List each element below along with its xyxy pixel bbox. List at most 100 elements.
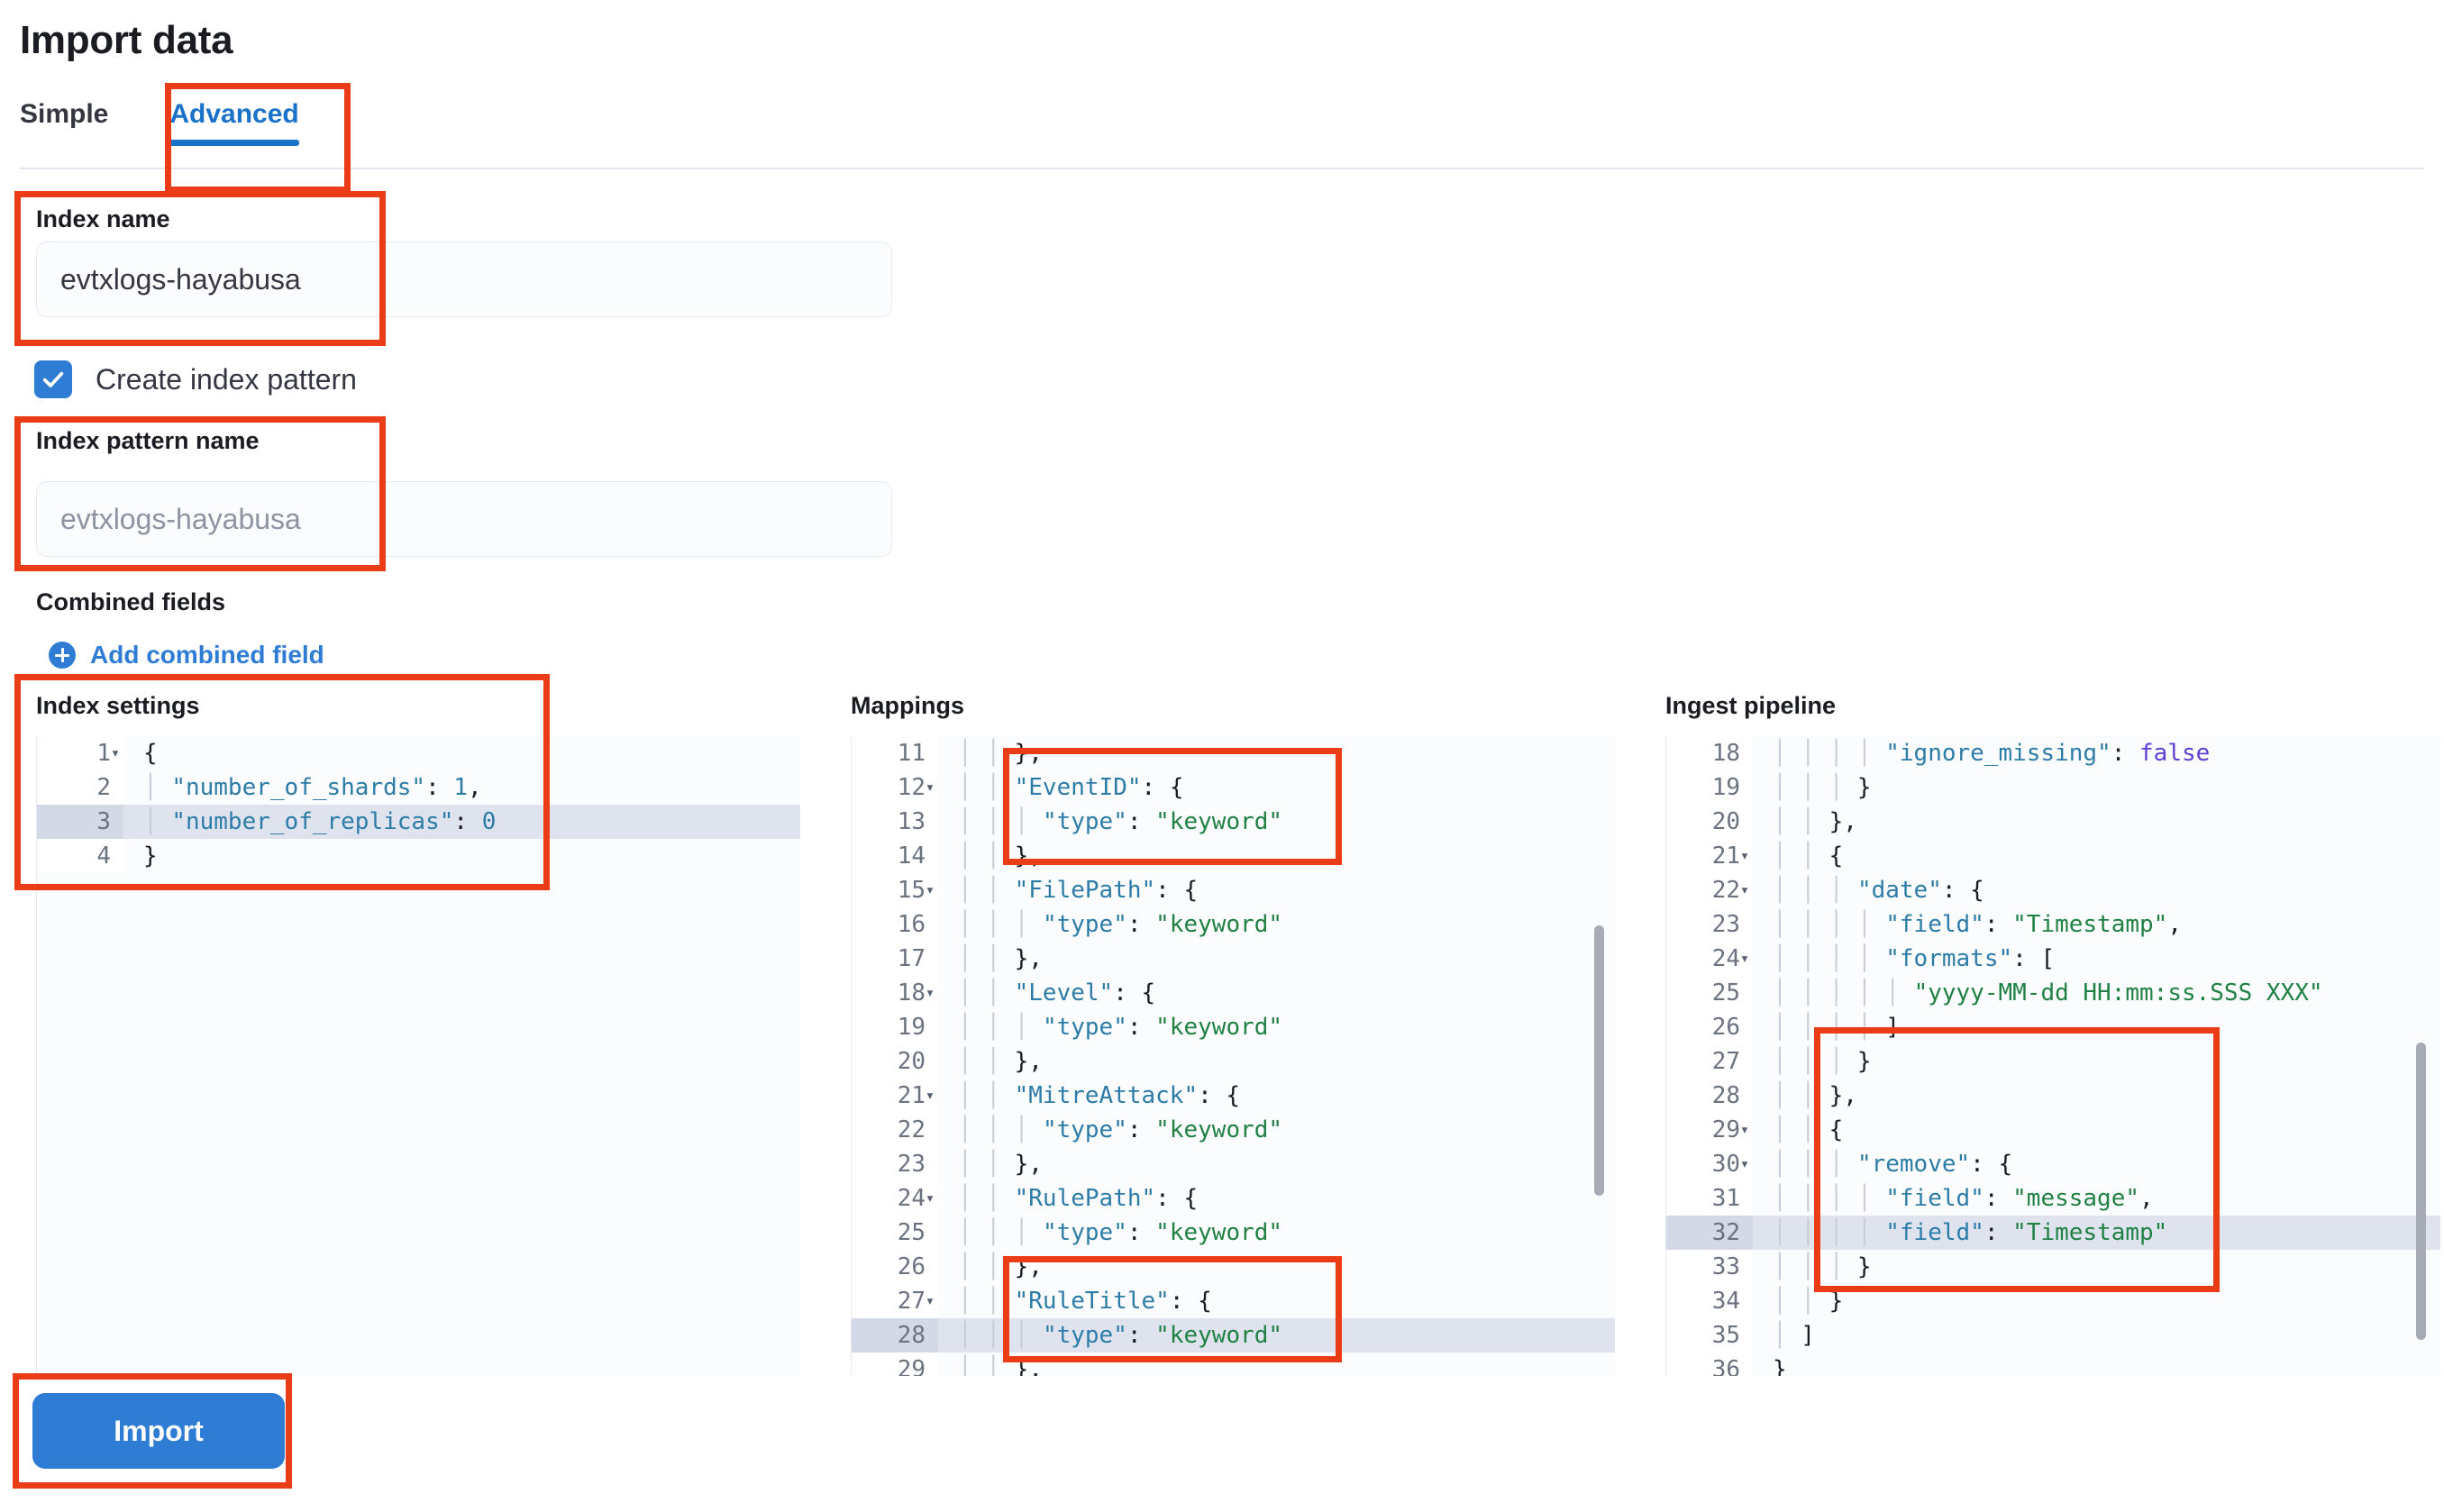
code-line: 20│ │ }, xyxy=(852,1044,1615,1079)
code-line: 1▾ { xyxy=(37,736,800,770)
fold-toggle-icon[interactable]: ▾ xyxy=(1739,950,1750,968)
line-number: 18▾ xyxy=(852,976,938,1010)
index-name-label: Index name xyxy=(36,205,170,232)
index-pattern-name-label: Index pattern name xyxy=(36,427,260,454)
code-text: │ │ │ } xyxy=(1773,1253,1872,1280)
check-icon xyxy=(42,371,64,387)
index-pattern-name-input[interactable]: evtxlogs-hayabusa xyxy=(36,481,892,557)
mappings-editor[interactable]: 11│ │ },12▾│ │ "EventID": {13│ │ │ "type… xyxy=(851,736,1615,1376)
code-text: │ │ { xyxy=(1773,1116,1844,1143)
fold-toggle-icon[interactable]: ▾ xyxy=(1739,1155,1750,1173)
line-number: 28 xyxy=(852,1318,938,1353)
fold-toggle-icon[interactable]: ▾ xyxy=(1739,1121,1750,1139)
code-text: │ ] xyxy=(1773,1322,1815,1349)
code-text: │ │ │ } xyxy=(1773,1048,1872,1075)
code-text: │ │ "MitreAttack": { xyxy=(958,1082,1241,1109)
tab-divider xyxy=(20,168,2424,169)
code-text: │ │ │ "type": "keyword" xyxy=(958,1322,1283,1349)
line-number: 13 xyxy=(852,805,938,839)
tab-bar: Simple Advanced xyxy=(20,94,321,146)
code-text: │ │ } xyxy=(1773,1288,1844,1315)
code-line: 27▾│ │ "RuleTitle": { xyxy=(852,1284,1615,1318)
tab-simple[interactable]: Simple xyxy=(20,99,109,129)
code-text: │ │ │ "type": "keyword" xyxy=(958,1219,1283,1246)
code-line: 14 │ │ }, xyxy=(852,839,1615,873)
code-text: │ │ │ │ "field": "Timestamp" xyxy=(1773,1219,2168,1246)
line-number: 27▾ xyxy=(852,1284,938,1318)
code-text: │ │ │ "type": "keyword" xyxy=(958,1014,1283,1041)
fold-toggle-icon[interactable]: ▾ xyxy=(925,1292,935,1310)
code-line: 18▾│ │ "Level": { xyxy=(852,976,1615,1010)
code-line: 2│ "number_of_shards": 1, xyxy=(37,770,800,805)
code-text: │ │ │ │ ] xyxy=(1773,1014,1900,1041)
code-text: │ │ "FilePath": { xyxy=(958,877,1199,904)
create-index-pattern-checkbox[interactable] xyxy=(34,360,72,398)
line-number: 35 xyxy=(1666,1318,1753,1353)
code-line: 24▾│ │ "RulePath": { xyxy=(852,1181,1615,1216)
create-index-pattern-label: Create index pattern xyxy=(96,362,357,396)
line-number: 26 xyxy=(852,1250,938,1284)
code-line: 31│ │ │ │ "field": "message", xyxy=(1666,1181,2440,1216)
index-name-input[interactable]: evtxlogs-hayabusa xyxy=(36,241,892,317)
mappings-column: Mappings 11│ │ },12▾│ │ "EventID": {13│ … xyxy=(851,692,1615,1376)
code-line: 20 │ │ }, xyxy=(1666,805,2440,839)
code-line: 23│ │ │ │ "field": "Timestamp", xyxy=(1666,907,2440,942)
code-line: 4} xyxy=(37,839,800,873)
code-line: 17│ │ }, xyxy=(852,942,1615,976)
code-text: │ │ │ "type": "keyword" xyxy=(958,1116,1283,1143)
code-text: │ "number_of_replicas": 0 xyxy=(143,808,497,835)
add-combined-field-link[interactable]: Add combined field xyxy=(49,641,324,669)
line-number: 21▾ xyxy=(1666,839,1753,873)
line-number: 29▾ xyxy=(1666,1113,1753,1147)
code-line: 34 │ │ } xyxy=(1666,1284,2440,1318)
mappings-scrollbar[interactable] xyxy=(1594,925,1604,1196)
code-line: 24▾│ │ │ │ "formats": [ xyxy=(1666,942,2440,976)
index-settings-editor[interactable]: 1▾{2│ "number_of_shards": 1,3│ "number_o… xyxy=(36,736,800,1376)
line-number: 27 xyxy=(1666,1044,1753,1079)
line-number: 18 xyxy=(1666,736,1753,770)
code-text: { xyxy=(143,740,158,767)
code-line: 16│ │ │ "type": "keyword" xyxy=(852,907,1615,942)
code-text: │ │ │ "remove": { xyxy=(1773,1151,2013,1178)
code-line: 15▾│ │ "FilePath": { xyxy=(852,873,1615,907)
line-number: 1▾ xyxy=(37,736,123,770)
code-text: │ │ "RulePath": { xyxy=(958,1185,1199,1212)
line-number: 36 xyxy=(1666,1353,1753,1376)
fold-toggle-icon[interactable]: ▾ xyxy=(1739,881,1750,899)
line-number: 22▾ xyxy=(1666,873,1753,907)
fold-toggle-icon[interactable]: ▾ xyxy=(925,1087,935,1105)
line-number: 19 xyxy=(1666,770,1753,805)
code-text: │ │ }, xyxy=(958,843,1043,870)
line-number: 25 xyxy=(852,1216,938,1250)
fold-toggle-icon[interactable]: ▾ xyxy=(925,1189,935,1207)
fold-toggle-icon[interactable]: ▾ xyxy=(925,779,935,797)
line-number: 17 xyxy=(852,942,938,976)
create-index-pattern-row[interactable]: Create index pattern xyxy=(34,360,357,398)
fold-toggle-icon[interactable]: ▾ xyxy=(925,984,935,1002)
fold-toggle-icon[interactable]: ▾ xyxy=(110,744,121,762)
index-settings-column: Index settings 1▾{2│ "number_of_shards":… xyxy=(36,692,800,1376)
code-text: │ │ │ │ "field": "message", xyxy=(1773,1185,2154,1212)
fold-toggle-icon[interactable]: ▾ xyxy=(925,881,935,899)
ingest-pipeline-scrollbar[interactable] xyxy=(2416,1043,2426,1340)
line-number: 34 xyxy=(1666,1284,1753,1318)
code-text: │ │ │ } xyxy=(1773,774,1872,801)
code-line: 26│ │ }, xyxy=(852,1250,1615,1284)
tab-advanced[interactable]: Advanced xyxy=(148,94,320,146)
import-button[interactable]: Import xyxy=(32,1393,285,1469)
code-text: │ │ }, xyxy=(958,1151,1043,1178)
line-number: 20 xyxy=(1666,805,1753,839)
code-text: │ │ │ │ "formats": [ xyxy=(1773,945,2056,972)
code-text: │ │ }, xyxy=(1773,808,1857,835)
code-text: │ │ }, xyxy=(958,1356,1043,1376)
code-line: 23│ │ }, xyxy=(852,1147,1615,1181)
fold-toggle-icon[interactable]: ▾ xyxy=(1739,847,1750,865)
code-line: 30▾│ │ │ "remove": { xyxy=(1666,1147,2440,1181)
ingest-pipeline-column: Ingest pipeline 18│ │ │ │ "ignore_missin… xyxy=(1665,692,2440,1376)
code-line: 33│ │ │ } xyxy=(1666,1250,2440,1284)
line-number: 14 xyxy=(852,839,938,873)
code-line: 22▾ │ │ │ "date": { xyxy=(1666,873,2440,907)
code-text: │ │ │ "date": { xyxy=(1773,877,1984,904)
